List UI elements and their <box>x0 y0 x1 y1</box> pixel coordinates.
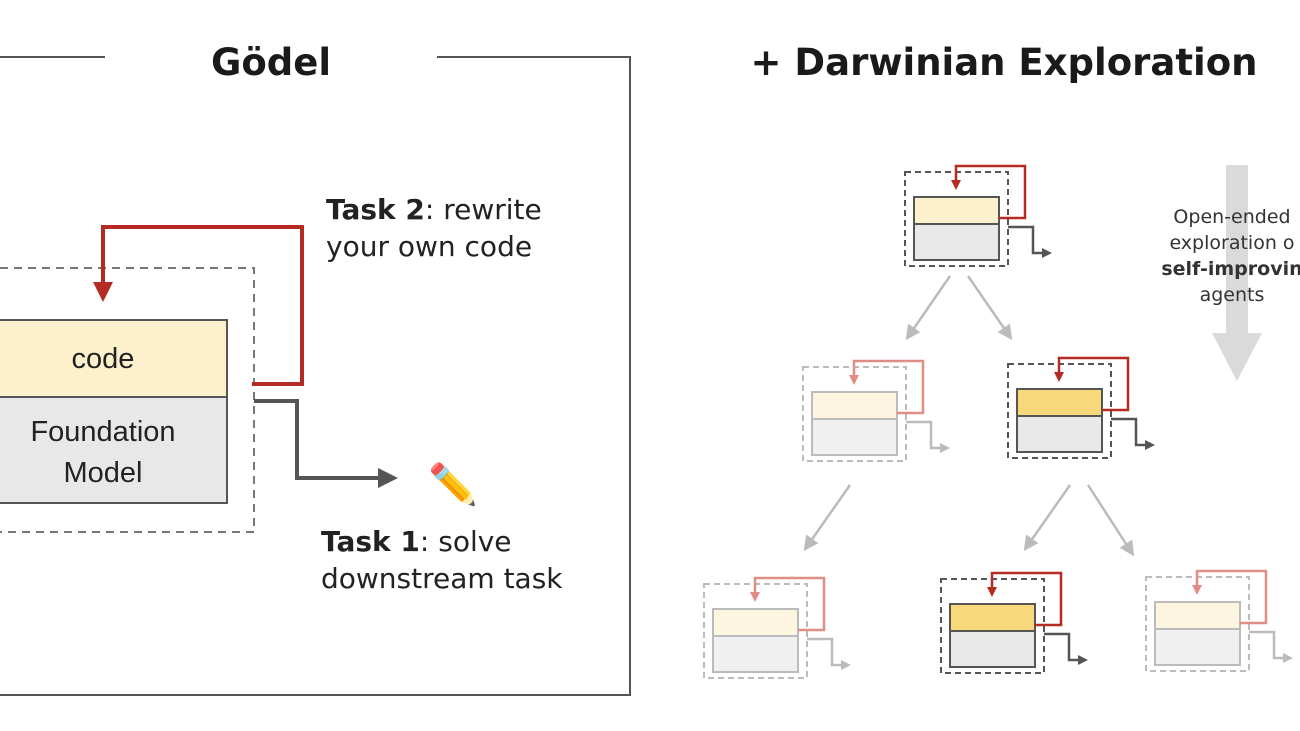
task1-line2: downstream task <box>321 562 563 595</box>
agent-model-box <box>949 630 1036 668</box>
agent-rewrite-arrow <box>1192 569 1268 625</box>
agent-code-box <box>1154 601 1241 630</box>
agent-model-box <box>712 635 799 673</box>
edge-root-left <box>905 275 952 341</box>
code-label: code <box>72 343 135 375</box>
exploration-arrow <box>1212 165 1262 381</box>
agent-output-arrow <box>1249 630 1293 663</box>
self-rewrite-arrow <box>93 225 304 386</box>
edge-left-leaf <box>803 484 852 552</box>
darwinian-panel: + Darwinian Exploration Open-ended explo… <box>703 41 1300 679</box>
side-text-line1: Open-ended <box>1173 206 1290 228</box>
agent-node-root <box>904 164 1052 267</box>
tree-edges <box>803 275 1135 557</box>
agent-code-box <box>1016 388 1103 417</box>
agent-node-faded-left <box>802 359 950 462</box>
darwinian-title: + Darwinian Exploration <box>751 41 1258 84</box>
agent-rewrite-arrow <box>1054 356 1130 412</box>
agent-node-selected-mid <box>1007 356 1155 459</box>
code-box <box>0 319 228 398</box>
pencil-icon: ✏️ <box>428 460 478 507</box>
side-text-line4: agents <box>1200 284 1265 306</box>
agent-rewrite-arrow <box>750 576 826 632</box>
task1-bold: Task 1 <box>321 525 420 558</box>
foundation-model-label-line1: Foundation <box>30 416 175 448</box>
task1-label: Task 1: solve <box>321 525 512 558</box>
agent-code-box <box>712 608 799 637</box>
agent-node-faded-leaf-left <box>703 576 851 679</box>
agent-model-box <box>913 223 1000 261</box>
agent-rewrite-arrow <box>951 164 1027 220</box>
foundation-model-box <box>0 396 228 504</box>
task2-line2: your own code <box>326 230 532 263</box>
agent-code-box <box>949 603 1036 632</box>
agent-node-selected-leaf <box>940 571 1088 674</box>
foundation-model-label-line2: Model <box>64 457 143 489</box>
agent-code-box <box>913 196 1000 225</box>
agent-output-arrow <box>1008 225 1052 258</box>
solve-task-arrow <box>254 399 398 488</box>
edge-right-right <box>1086 484 1135 557</box>
godel-panel: Gödel code Foundation Model ✏️ Task 2: r… <box>0 41 631 696</box>
task2-bold: Task 2 <box>326 193 425 226</box>
agent-model-box <box>1016 415 1103 453</box>
agent-model-box <box>1154 628 1241 666</box>
side-text-line3: self-improvin <box>1161 258 1300 280</box>
agent-rewrite-arrow <box>987 571 1063 627</box>
agent-output-arrow <box>807 637 851 670</box>
edge-right-mid <box>1023 484 1072 552</box>
side-text-line2: exploration o <box>1169 232 1294 254</box>
agent-model-box <box>811 418 898 456</box>
edge-root-right <box>966 275 1013 341</box>
godel-title: Gödel <box>211 41 331 84</box>
task1-rest: : solve <box>420 525 512 558</box>
agent-node-faded-leaf-right <box>1145 569 1293 672</box>
agent-nodes <box>703 164 1293 679</box>
panel-frame <box>0 56 631 696</box>
agent-output-arrow <box>906 420 950 453</box>
task2-rest: : rewrite <box>425 193 542 226</box>
agent-rewrite-arrow <box>849 359 925 415</box>
agent-code-box <box>811 391 898 420</box>
agent-output-arrow <box>1111 417 1155 450</box>
task2-label: Task 2: rewrite <box>326 193 542 226</box>
agent-output-arrow <box>1044 632 1088 665</box>
